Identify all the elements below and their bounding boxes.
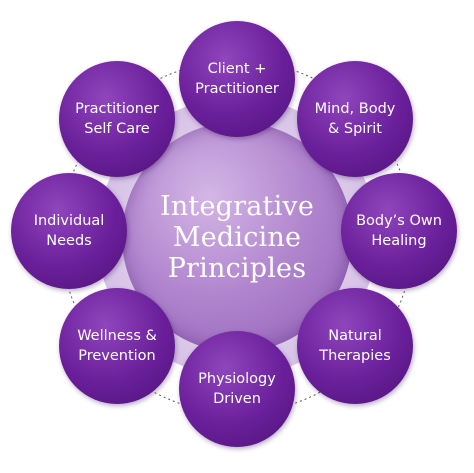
node-mind-body-spirit: Mind, Body & Spirit xyxy=(297,61,413,177)
node-label: Client + Practitioner xyxy=(195,61,279,97)
node-client-practitioner: Client + Practitioner xyxy=(179,21,295,137)
node-individual-needs: Individual Needs xyxy=(11,173,127,289)
node-practitioner-self-care: Practitioner Self Care xyxy=(59,61,175,177)
node-label: Physiology Driven xyxy=(198,371,276,407)
center-title: Integrative Medicine Principles xyxy=(159,190,315,284)
node-label: Wellness & Prevention xyxy=(77,328,157,364)
node-label: Natural Therapies xyxy=(319,328,391,364)
node-natural-therapies: Natural Therapies xyxy=(297,288,413,404)
node-label: Individual Needs xyxy=(33,213,105,249)
node-label: Body’s Own Healing xyxy=(356,213,442,249)
node-bodys-own-healing: Body’s Own Healing xyxy=(341,173,457,289)
node-physiology-driven: Physiology Driven xyxy=(179,331,295,447)
node-label: Mind, Body & Spirit xyxy=(314,101,396,137)
node-wellness-prevention: Wellness & Prevention xyxy=(59,288,175,404)
node-label: Practitioner Self Care xyxy=(75,101,159,137)
